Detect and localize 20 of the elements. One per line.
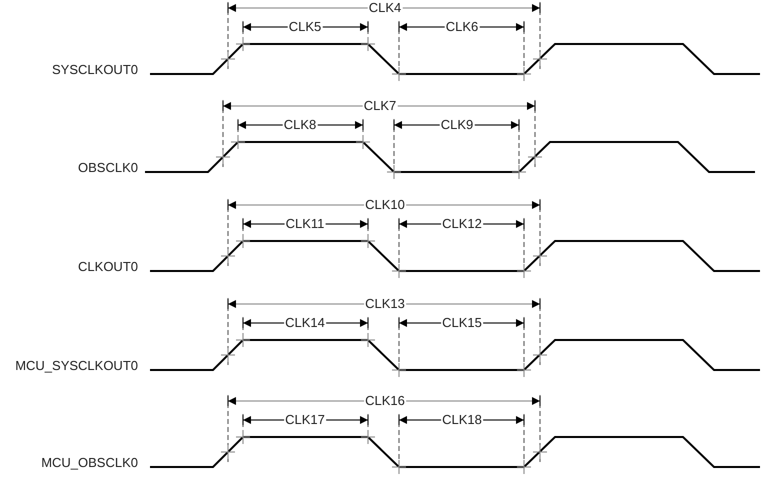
- signal-name: MCU_SYSCLKOUT0: [15, 359, 138, 373]
- dimension-label: CLK15: [441, 316, 483, 330]
- dimension-label: CLK12: [441, 217, 483, 231]
- dimension-label: CLK10: [364, 198, 406, 212]
- dimension-label: CLK17: [284, 413, 326, 427]
- dimension-label: CLK4: [368, 1, 402, 15]
- dimension-label: CLK18: [441, 413, 483, 427]
- signal-name: CLKOUT0: [78, 260, 138, 274]
- dimension-label: CLK7: [362, 99, 398, 113]
- dimension-label: CLK14: [284, 316, 326, 330]
- dimension-label: CLK16: [364, 394, 406, 408]
- dimension-label: CLK13: [364, 297, 406, 311]
- signal-name: SYSCLKOUT0: [52, 63, 138, 77]
- signal-name: MCU_OBSCLK0: [41, 456, 138, 470]
- dimension-label: CLK6: [444, 20, 480, 34]
- signal-name: OBSCLK0: [78, 161, 138, 175]
- dimension-label: CLK9: [440, 118, 474, 132]
- dimension-label: CLK11: [284, 217, 326, 231]
- dimension-label: CLK5: [288, 20, 322, 34]
- dimension-label: CLK8: [282, 118, 318, 132]
